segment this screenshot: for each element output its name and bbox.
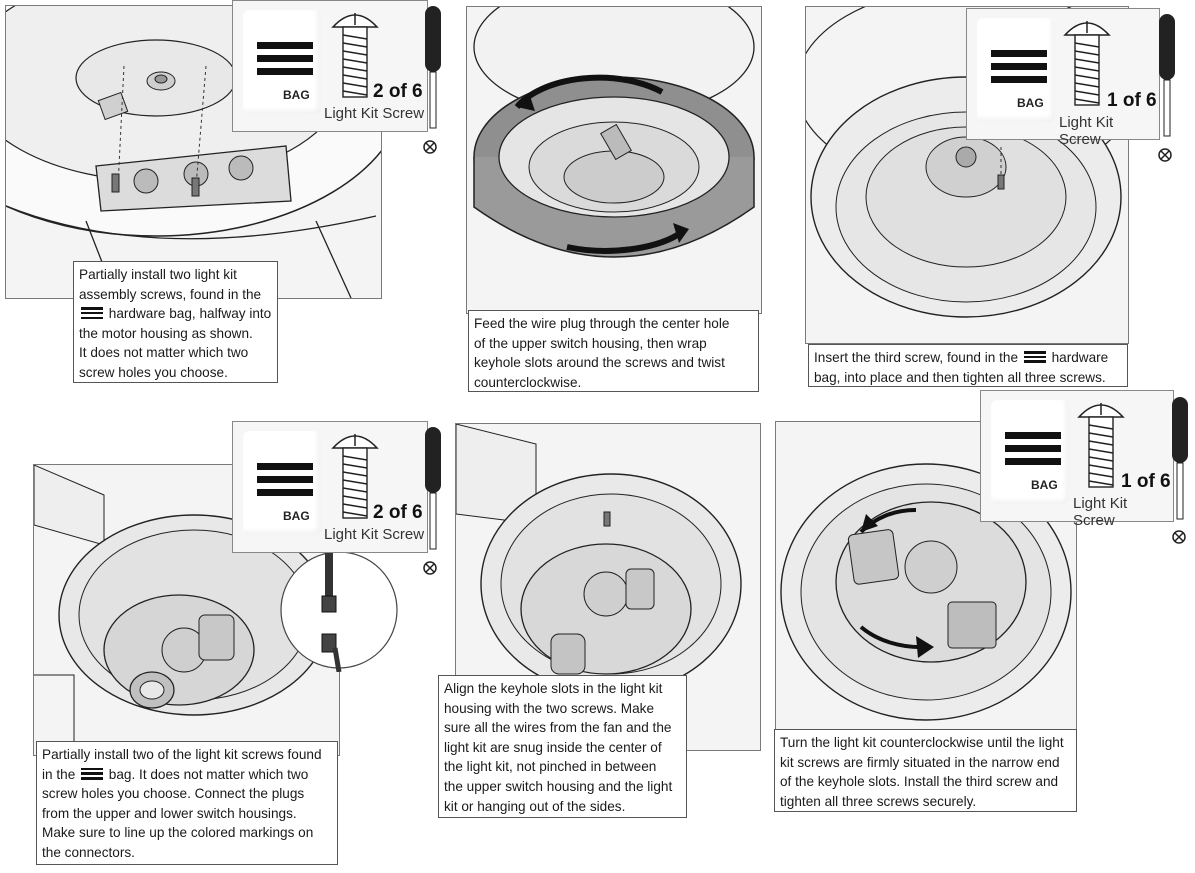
caption-line: the upper switch housing and the light xyxy=(444,778,673,794)
caption-line: Partially install two light kit xyxy=(79,267,237,282)
caption-line: counterclockwise. xyxy=(474,374,582,390)
caption-line: assembly screws, found in the xyxy=(79,286,262,302)
caption-line: of the upper switch housing, then wrap xyxy=(474,335,707,351)
caption-line: kit screws are firmly situated in the na… xyxy=(780,754,1060,770)
caption-line: It does not matter which two xyxy=(79,345,249,361)
step-3-caption: Insert the third screw, found in the har… xyxy=(808,344,1128,387)
caption-line: in the bag. It does not matter which two xyxy=(42,766,309,782)
hardware-bag-icon xyxy=(1023,351,1046,363)
caption-line: the connectors. xyxy=(42,844,135,860)
caption-line: from the upper and lower switch housings… xyxy=(42,805,297,821)
step-1-hardware-callout: BAG 2 of 6 Light Kit Screw xyxy=(232,0,428,132)
hardware-bag-icon: BAG xyxy=(977,18,1055,122)
connector-detail-inset xyxy=(280,549,398,672)
hardware-bag-icon: BAG xyxy=(991,400,1069,504)
hardware-bag-icon: BAG xyxy=(243,10,321,114)
step-3-illustration xyxy=(805,6,1129,344)
hardware-bag-icon xyxy=(81,307,103,320)
light-kit-twist-drawing xyxy=(780,463,1072,721)
step-2-illustration xyxy=(466,6,762,314)
hardware-bag-icon: BAG xyxy=(243,431,321,535)
step-5-caption: Align the keyhole slots in the light kit… xyxy=(438,675,687,818)
no-power-tool-icon xyxy=(1158,148,1172,162)
caption-line: tighten all three screws securely. xyxy=(780,793,977,809)
caption-line: housing with the two screws. Make xyxy=(444,700,655,716)
caption-line: keyhole slots around the screws and twis… xyxy=(474,355,725,371)
caption-line: kit or hanging out of the sides. xyxy=(444,798,626,814)
step-6-hardware-callout: BAG 1 of 6 Light Kit Screw xyxy=(980,390,1174,529)
screw-label: Light Kit Screw xyxy=(1059,114,1114,148)
step-4-caption: Partially install two of the light kit s… xyxy=(36,741,338,865)
no-power-tool-icon xyxy=(423,140,437,154)
screwdriver-icon xyxy=(1159,14,1175,137)
caption-line: Partially install two of the light kit s… xyxy=(42,747,322,762)
switch-housing-drawing xyxy=(473,7,755,258)
caption-line: light kit are snug inside the center of xyxy=(444,739,662,755)
screw-count: 1 of 6 xyxy=(1121,471,1171,492)
caption-line: hardware bag, halfway into xyxy=(79,304,271,324)
no-power-tool-icon xyxy=(1172,530,1186,544)
bag-label: BAG xyxy=(283,509,310,523)
screwdriver-icon xyxy=(1172,397,1188,520)
step-4-hardware-callout: BAG 2 of 6 Light Kit Screw xyxy=(232,421,428,553)
light-kit-housing-drawing xyxy=(806,7,1128,318)
screw-label: Light Kit Screw xyxy=(1073,495,1128,529)
screw-label: Light Kit Screw xyxy=(324,105,425,122)
caption-line: Turn the light kit counterclockwise unti… xyxy=(780,735,1064,750)
caption-line: screw holes you choose. Connect the plug… xyxy=(42,786,305,802)
screw-icon xyxy=(1063,21,1111,106)
caption-line: sure all the wires from the fan and the xyxy=(444,720,672,736)
caption-line: the motor housing as shown. xyxy=(79,325,253,341)
screw-count: 1 of 6 xyxy=(1107,90,1157,111)
step-6-illustration xyxy=(775,421,1077,730)
caption-line: of the keyhole slots. Install the third … xyxy=(780,774,1059,790)
screw-count: 2 of 6 xyxy=(373,502,423,523)
step-1-caption: Partially install two light kit assembly… xyxy=(73,261,278,383)
screw-icon xyxy=(331,13,379,98)
screwdriver-icon xyxy=(425,427,441,550)
caption-line: Align the keyhole slots in the light kit xyxy=(444,681,663,696)
screw-count: 2 of 6 xyxy=(373,81,423,102)
caption-line: the light kit, not pinched in between xyxy=(444,759,657,775)
no-power-tool-icon xyxy=(423,561,437,575)
caption-line: bag, into place and then tighten all thr… xyxy=(814,369,1106,385)
lower-switch-housing-drawing xyxy=(34,465,330,755)
bag-label: BAG xyxy=(1017,96,1044,110)
bag-label: BAG xyxy=(1031,478,1058,492)
caption-line: Make sure to line up the colored marking… xyxy=(42,825,314,841)
step-2-caption: Feed the wire plug through the center ho… xyxy=(468,310,759,392)
screwdriver-icon xyxy=(425,6,441,129)
caption-line: Insert the third screw, found in the har… xyxy=(814,350,1109,365)
hardware-bag-icon xyxy=(81,767,104,780)
keyhole-alignment-drawing xyxy=(456,424,742,695)
step-3-hardware-callout: BAG 1 of 6 Light Kit Screw xyxy=(966,8,1160,148)
screw-icon xyxy=(1077,403,1125,488)
step-6-caption: Turn the light kit counterclockwise unti… xyxy=(774,729,1077,812)
screw-icon xyxy=(331,434,379,519)
screw-label: Light Kit Screw xyxy=(324,526,425,543)
caption-line: screw holes you choose. xyxy=(79,364,228,380)
bag-label: BAG xyxy=(283,88,310,102)
caption-line: Feed the wire plug through the center ho… xyxy=(474,316,730,331)
